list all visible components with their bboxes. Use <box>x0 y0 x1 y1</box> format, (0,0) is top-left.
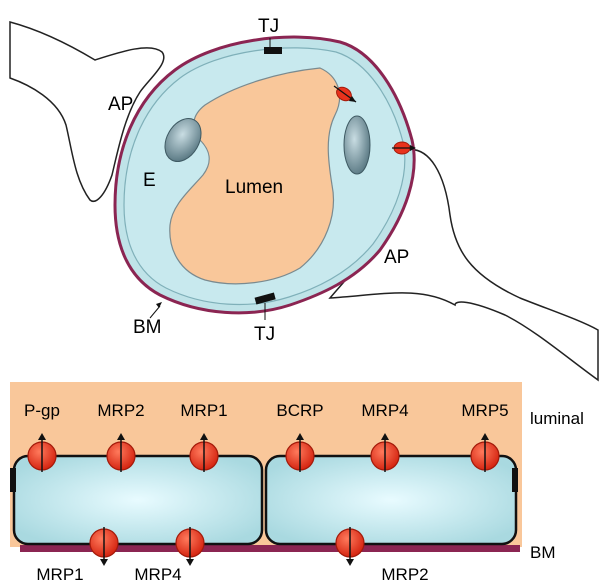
basal-transporter-label: MRP2 <box>381 565 428 584</box>
basal-transporter: MRP1 <box>36 527 119 584</box>
luminal-transporter-label: MRP2 <box>97 401 144 420</box>
luminal-transporter: MRP2 <box>97 401 145 472</box>
luminal-transporter: MRP4 <box>361 401 409 472</box>
label-tj-top: TJ <box>258 16 279 37</box>
transporter-ring-1 <box>333 85 357 103</box>
luminal-transporter-label: MRP5 <box>461 401 508 420</box>
label-luminal: luminal <box>530 409 584 428</box>
luminal-transporter: BCRP <box>276 401 324 472</box>
capillary-cross-section: TJ AP E Lumen AP BM TJ <box>9 16 599 382</box>
basement-membrane-strip <box>20 545 520 552</box>
nucleus-right <box>343 115 371 175</box>
tight-junction-top <box>264 47 282 54</box>
luminal-transporter-label: MRP4 <box>361 401 408 420</box>
luminal-transporter-label: MRP1 <box>180 401 227 420</box>
junction-right-edge <box>512 468 518 492</box>
junction-left-edge <box>10 468 16 492</box>
luminal-transporter: P-gp <box>24 401 60 472</box>
basal-transporter: MRP4 <box>134 527 205 584</box>
label-lumen: Lumen <box>225 177 283 198</box>
basal-transporter-label: MRP4 <box>134 565 181 584</box>
astrocyte-process-left <box>9 21 165 202</box>
label-e: E <box>143 170 156 191</box>
label-tj-bottom: TJ <box>254 324 275 345</box>
luminal-transporter: MRP1 <box>180 401 228 472</box>
luminal-transporter: MRP5 <box>461 401 509 472</box>
label-bm-top: BM <box>133 317 162 338</box>
tight-junction-bottom <box>254 292 276 305</box>
transporter-ring-2 <box>392 141 416 155</box>
basal-transporter-label: MRP1 <box>36 565 83 584</box>
luminal-transporter-label: P-gp <box>24 401 60 420</box>
nucleus-left <box>164 118 202 162</box>
basal-transporter: MRP2 <box>335 527 429 584</box>
bm-leader <box>149 305 161 319</box>
lumen <box>169 67 341 285</box>
label-ap-right: AP <box>384 247 409 268</box>
label-bm-bottom: BM <box>530 543 556 562</box>
luminal-transporter-label: BCRP <box>276 401 323 420</box>
label-ap-left: AP <box>108 94 133 115</box>
endothelial-cell-left <box>12 454 264 546</box>
